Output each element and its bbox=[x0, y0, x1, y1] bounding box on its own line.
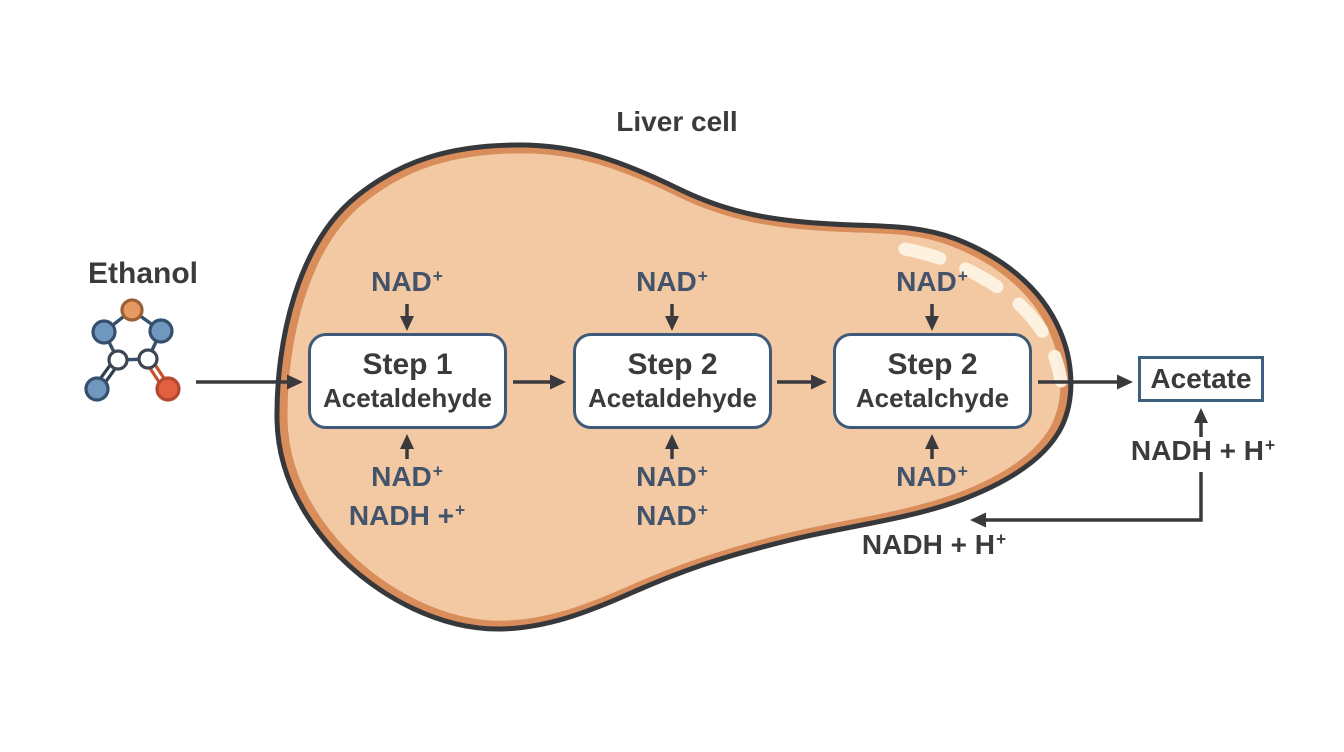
cofactor-sup: + bbox=[432, 461, 443, 482]
nadh-h-bottom-label: NADH + H+ bbox=[862, 530, 1006, 559]
cofactor-sup: + bbox=[957, 266, 968, 287]
cofactor-base: NAD bbox=[636, 461, 697, 492]
step-name: Step 2 bbox=[887, 348, 978, 381]
acetate-label: Acetate bbox=[1150, 363, 1252, 394]
nad-below-step2: NAD+ bbox=[636, 462, 708, 491]
atom-blue-upper-right bbox=[148, 318, 174, 344]
cofactor-base: NAD bbox=[371, 461, 432, 492]
nad-top-step2: NAD+ bbox=[636, 267, 708, 296]
product-sup: + bbox=[1264, 435, 1276, 456]
diagram-title: Liver cell bbox=[616, 106, 738, 137]
arrows bbox=[196, 304, 1208, 528]
arrow-nadh-recycle bbox=[970, 472, 1203, 528]
cofactor-sup: + bbox=[697, 500, 708, 521]
step-substrate: Acetaldehyde bbox=[322, 383, 493, 413]
cofactor-sup: + bbox=[697, 461, 708, 482]
arrow-ethanol-to-step1 bbox=[196, 374, 303, 390]
molecule-atoms bbox=[84, 298, 181, 402]
cofactor-base: NAD bbox=[636, 500, 697, 531]
atom-white-right bbox=[137, 348, 159, 370]
nad-top-step1: NAD+ bbox=[371, 267, 443, 296]
nadh-h-right-label: NADH + H+ bbox=[1131, 436, 1275, 465]
arrow-cofactor-up-step1 bbox=[400, 434, 414, 459]
product-sup: + bbox=[995, 529, 1007, 550]
atom-orange bbox=[120, 298, 144, 322]
step-name: Step 1 bbox=[362, 348, 453, 381]
nad-top-step3: NAD+ bbox=[896, 267, 968, 296]
step-3-box: Step 2 Acetalchyde bbox=[833, 333, 1032, 429]
nad-below2-step2: NAD+ bbox=[636, 501, 708, 530]
nad-below-step1: NAD+ bbox=[371, 462, 443, 491]
atom-white-left bbox=[107, 349, 129, 371]
cofactor-base: NAD bbox=[371, 266, 432, 297]
arrow-nad-down-step2 bbox=[665, 304, 679, 331]
cofactor-base: NAD bbox=[896, 266, 957, 297]
step-substrate: Acetalchyde bbox=[855, 383, 1010, 413]
cofactor-sup: + bbox=[697, 266, 708, 287]
nadh-below-step1: NADH ++ bbox=[349, 501, 465, 530]
arrow-cofactor-up-step2 bbox=[665, 434, 679, 459]
step-substrate: Acetaldehyde bbox=[587, 383, 758, 413]
cofactor-base: NADH + bbox=[348, 500, 454, 531]
cofactor-base: NAD bbox=[896, 461, 957, 492]
step-1-box: Step 1 Acetaldehyde bbox=[308, 333, 507, 429]
arrow-nadh-into-acetate bbox=[1194, 408, 1208, 437]
atom-blue-upper-left bbox=[91, 319, 117, 345]
acetate-box: Acetate bbox=[1138, 356, 1264, 402]
cofactor-sup: + bbox=[957, 461, 968, 482]
cofactor-sup: + bbox=[454, 500, 466, 521]
arrow-nad-down-step3 bbox=[925, 304, 939, 331]
arrow-step1-to-step2 bbox=[513, 374, 566, 390]
arrow-step3-to-acetate bbox=[1038, 374, 1133, 390]
atom-blue-lower-left bbox=[84, 376, 110, 402]
step-2-box: Step 2 Acetaldehyde bbox=[573, 333, 772, 429]
nad-below-step3: NAD+ bbox=[896, 462, 968, 491]
ethanol-label: Ethanol bbox=[88, 257, 198, 290]
arrow-nad-down-step1 bbox=[400, 304, 414, 331]
step-name: Step 2 bbox=[627, 348, 718, 381]
ethanol-molecule-icon bbox=[84, 298, 181, 402]
cofactor-sup: + bbox=[432, 266, 443, 287]
liver-cell-highlight-dashes bbox=[898, 242, 1068, 388]
product-base: NADH + H bbox=[1130, 435, 1264, 466]
arrow-step2-to-step3 bbox=[777, 374, 827, 390]
atom-red-lower-right bbox=[155, 376, 181, 402]
cofactor-base: NAD bbox=[636, 266, 697, 297]
product-base: NADH + H bbox=[861, 529, 995, 560]
liver-cell-outline bbox=[274, 142, 1074, 632]
arrow-cofactor-up-step3 bbox=[925, 434, 939, 459]
